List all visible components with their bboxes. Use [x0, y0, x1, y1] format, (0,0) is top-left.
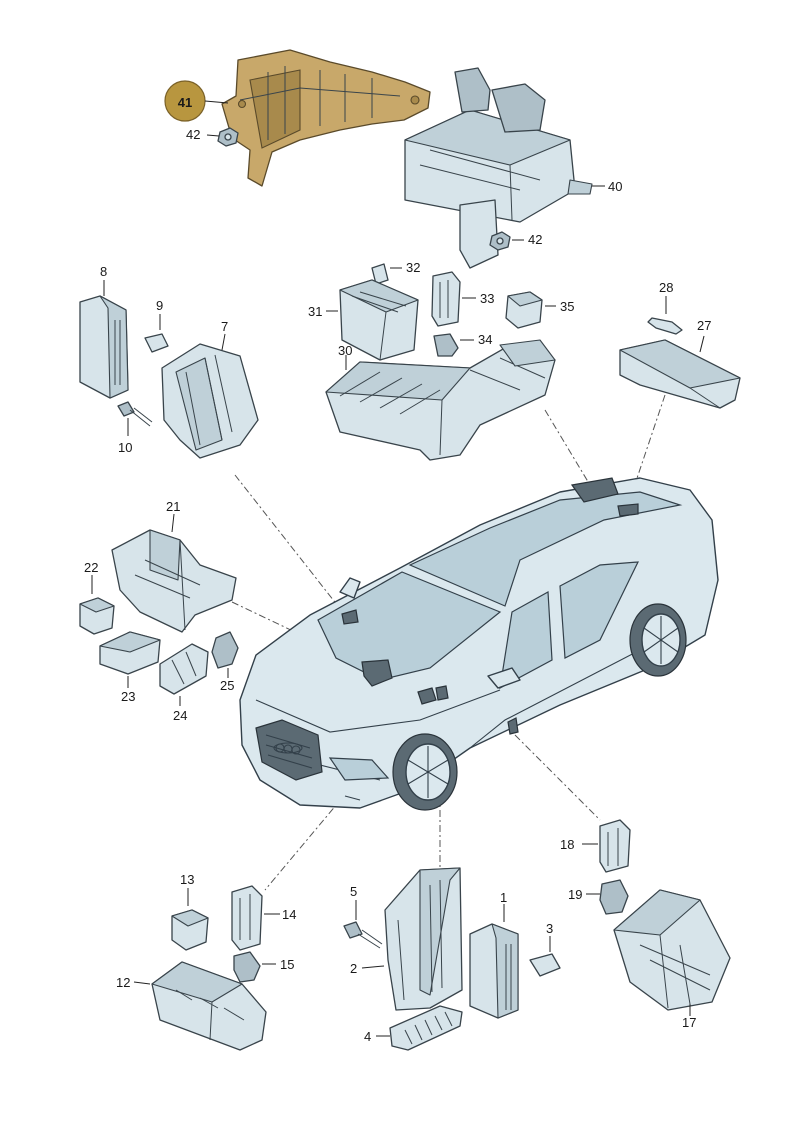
label-14: 14: [282, 907, 296, 922]
part-31-relay-block[interactable]: 31: [308, 279, 419, 361]
part-28-gasket[interactable]: 28: [647, 280, 683, 335]
part-9-fuse[interactable]: 9: [144, 298, 169, 353]
label-41: 41: [178, 95, 192, 110]
label-24: 24: [173, 708, 187, 723]
part-42-nut-a[interactable]: 42: [186, 127, 239, 147]
label-15: 15: [280, 957, 294, 972]
label-8: 8: [100, 264, 107, 279]
part-2-holder[interactable]: 2: [350, 867, 463, 1011]
label-33: 33: [480, 291, 494, 306]
part-12-fuse-carrier[interactable]: 12: [116, 961, 267, 1051]
label-18: 18: [560, 837, 574, 852]
label-1: 1: [500, 890, 507, 905]
part-18-fuse-holder[interactable]: 18: [560, 819, 631, 873]
label-17: 17: [682, 1015, 696, 1030]
part-23-connector[interactable]: 23: [99, 631, 161, 704]
part-3-fuse[interactable]: 3: [529, 921, 561, 977]
part-19-fuse[interactable]: 19: [568, 879, 629, 915]
label-19: 19: [568, 887, 582, 902]
label-23: 23: [121, 689, 135, 704]
car-illustration: [239, 477, 719, 811]
part-1-control-unit[interactable]: 1: [469, 890, 519, 1019]
part-27-cover[interactable]: 27: [619, 318, 741, 409]
part-22-relay[interactable]: 22: [79, 560, 115, 635]
label-40: 40: [608, 179, 622, 194]
label-42a: 42: [186, 127, 200, 142]
label-27: 27: [697, 318, 711, 333]
part-21-bracket[interactable]: 21: [111, 499, 237, 633]
part-42-nut-b[interactable]: 42: [489, 231, 542, 251]
part-7-holder[interactable]: 7: [161, 319, 259, 459]
part-8-control-unit[interactable]: 8: [79, 264, 129, 399]
label-28: 28: [659, 280, 673, 295]
label-9: 9: [156, 298, 163, 313]
part-41-badge[interactable]: 41: [164, 80, 229, 122]
label-2: 2: [350, 961, 357, 976]
part-17-fuse-box[interactable]: 17: [613, 889, 731, 1030]
part-35-relay[interactable]: 35: [505, 291, 574, 329]
label-13: 13: [180, 872, 194, 887]
part-5-screw[interactable]: 5: [343, 884, 383, 949]
label-42b: 42: [528, 232, 542, 247]
part-13-relay[interactable]: 13: [171, 872, 209, 951]
part-40-box[interactable]: 40: [404, 67, 622, 269]
label-5: 5: [350, 884, 357, 899]
label-30: 30: [338, 343, 352, 358]
label-31: 31: [308, 304, 322, 319]
part-41-bracket[interactable]: [221, 49, 431, 187]
part-4-fuse-strip[interactable]: 4: [364, 1005, 463, 1051]
label-25: 25: [220, 678, 234, 693]
label-3: 3: [546, 921, 553, 936]
label-21: 21: [166, 499, 180, 514]
label-7: 7: [221, 319, 228, 334]
label-35: 35: [560, 299, 574, 314]
part-15-fuse[interactable]: 15: [233, 951, 294, 983]
part-10-screw[interactable]: 10: [117, 401, 153, 455]
part-14-fuse-holder[interactable]: 14: [231, 885, 296, 951]
part-25-fuse[interactable]: 25: [211, 631, 239, 693]
part-30-fuse-box[interactable]: 30: [325, 339, 556, 461]
label-10: 10: [118, 440, 132, 455]
part-32-clip[interactable]: 32: [371, 260, 420, 285]
label-32: 32: [406, 260, 420, 275]
label-4: 4: [364, 1029, 371, 1044]
label-34: 34: [478, 332, 492, 347]
part-24-fuse-holder[interactable]: 24: [159, 643, 209, 723]
part-33-fuse-holder[interactable]: 33: [431, 271, 494, 327]
part-34-fuse[interactable]: 34: [433, 332, 492, 357]
label-12: 12: [116, 975, 130, 990]
label-22: 22: [84, 560, 98, 575]
